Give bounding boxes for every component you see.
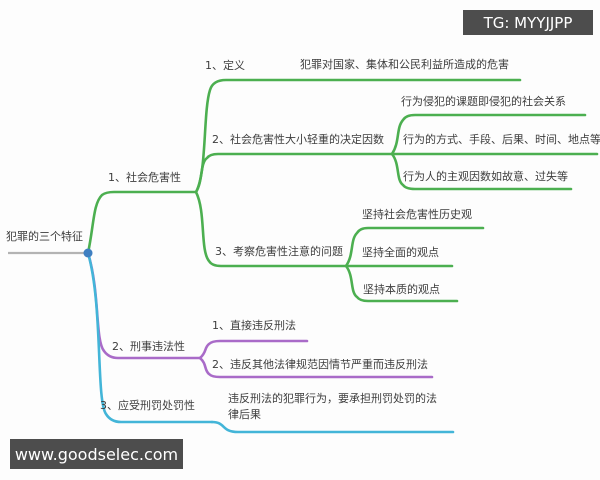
- node-1-1-1-definition-content: 犯罪对国家、集体和公民利益所造成的危害: [300, 58, 509, 71]
- branch-punishability-lines: [86, 251, 455, 434]
- node-3-punishability: 3、应受刑罚处罚性: [100, 399, 195, 412]
- node-3-1-legal-consequence: 违反刑法的犯罪行为，要承担刑罚处罚的法律后果: [228, 392, 437, 421]
- node-1-2-2-conduct-manner: 行为的方式、手段、后果、时间、地点等: [403, 133, 600, 146]
- node-1-3-1-historical-view: 坚持社会危害性历史观: [362, 208, 472, 221]
- node-2-1-direct-violation: 1、直接违反刑法: [212, 319, 296, 332]
- connector-direct-violation: [198, 339, 309, 360]
- tg-watermark: TG: MYYJJPP: [463, 10, 593, 35]
- node-1-3-examine-issues: 3、考察危害性注意的问题: [215, 245, 343, 258]
- node-2-criminal-illegality: 2、刑事违法性: [112, 340, 185, 353]
- connector-branch1-factors: [194, 152, 599, 194]
- connector-legal-consequence: [210, 420, 455, 434]
- node-1-2-1-object-infringed: 行为侵犯的课题即侵犯的社会关系: [401, 95, 566, 108]
- node-1-3-2-comprehensive-view: 坚持全面的观点: [362, 246, 439, 259]
- node-root: 犯罪的三个特征: [6, 230, 83, 243]
- connector-historical-view: [344, 226, 485, 268]
- site-watermark: www.goodselec.com: [10, 439, 183, 469]
- connector-object-infringed: [390, 113, 587, 156]
- connector-branch1-main: [86, 190, 198, 255]
- node-1-2-3-subjective-factors: 行为人的主观因数如故意、过失等: [403, 170, 568, 183]
- connector-branch1-examine: [194, 190, 454, 268]
- connector-branch3-main: [86, 251, 214, 424]
- root-dot: [83, 248, 93, 258]
- node-1-2-deciding-factors: 2、社会危害性大小轻重的决定因数: [212, 133, 384, 146]
- node-1-1-definition: 1、定义: [205, 59, 245, 72]
- node-1-social-harm: 1、社会危害性: [108, 171, 181, 184]
- branch-social-harm-lines: [86, 78, 599, 303]
- connector-essential-view: [344, 264, 459, 303]
- connector-other-laws: [198, 356, 434, 379]
- node-2-2-other-laws-violation: 2、违反其他法律规范因情节严重而违反刑法: [212, 358, 428, 371]
- connector-subjective-factors: [390, 152, 573, 191]
- node-1-3-3-essential-view: 坚持本质的观点: [363, 283, 440, 296]
